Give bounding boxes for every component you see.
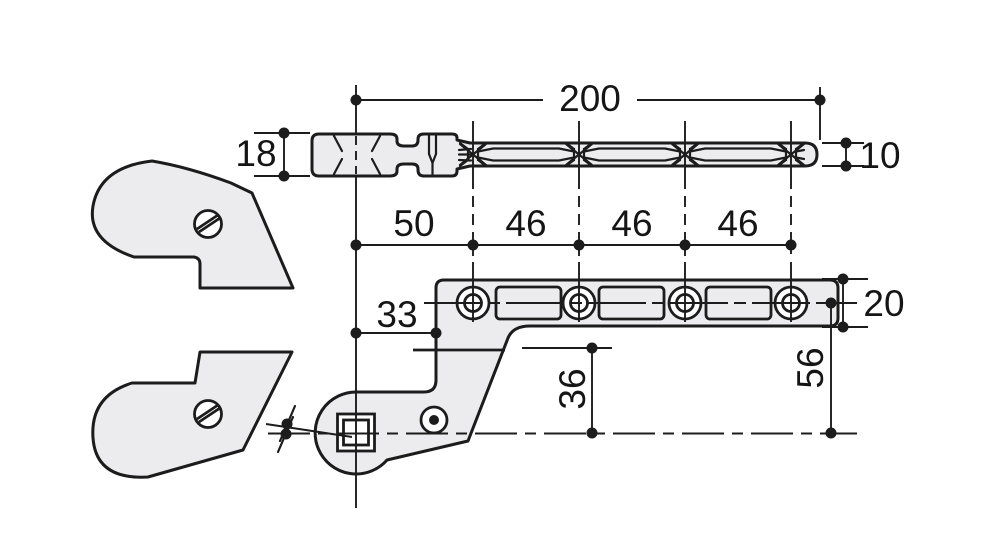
dim-56-label: 56 <box>790 347 831 388</box>
dimension-rod-length: 200 <box>350 78 826 140</box>
screw-slot-line <box>198 216 221 234</box>
dim-50-label: 50 <box>393 203 434 244</box>
rod-lens-top <box>794 148 806 153</box>
cover-cap-upper-body <box>90 159 295 290</box>
dim-10-label: 10 <box>859 135 900 176</box>
leader-dot <box>281 418 293 430</box>
dimension-plate-width: 20 <box>822 273 905 333</box>
dim-46-label: 46 <box>611 203 652 244</box>
rivet-pin-center <box>429 415 439 425</box>
screw-slot-line <box>196 403 219 421</box>
dim-36-label: 36 <box>552 368 593 409</box>
dim-18-label: 18 <box>235 133 276 174</box>
dim-33-label: 33 <box>376 294 417 335</box>
rod-head-chamfer <box>332 157 344 176</box>
dimension-shaft-height: 10 <box>822 135 901 176</box>
centerlines <box>265 85 857 508</box>
dimension-head-height: 18 <box>235 127 310 182</box>
cover-cap-upper <box>90 159 295 290</box>
leader-dot <box>280 428 292 440</box>
dimension-plate-axis-to-pivot: 56 <box>790 297 837 439</box>
dim-46-label: 46 <box>717 203 758 244</box>
dimension-hole-spacing-chain: 50 46 46 46 <box>350 203 797 251</box>
pivot-rod-side-view <box>310 132 819 178</box>
rod-body <box>310 132 819 178</box>
rod-lens-bottom <box>476 156 576 162</box>
rod-lens-top <box>582 147 682 153</box>
square-hole-leader-line <box>265 423 353 438</box>
rod-head-chamfer <box>332 134 344 153</box>
screw-slot-line <box>196 213 219 231</box>
dimension-bend-to-axis: 36 <box>522 342 612 439</box>
rod-head-chamfer <box>370 134 382 153</box>
rod-lens-top <box>476 147 576 153</box>
rod-lens-bottom <box>688 156 788 162</box>
dim-20-label: 20 <box>863 283 904 324</box>
dim-46-label: 46 <box>505 203 546 244</box>
cover-cap-lower-body <box>91 350 294 479</box>
rod-lens-top <box>688 147 788 153</box>
dim-200-label: 200 <box>559 78 621 119</box>
rod-lens-bottom <box>794 156 806 161</box>
cover-cap-lower <box>91 350 294 479</box>
rod-lens-bottom <box>582 156 682 162</box>
rod-head-chamfer <box>370 157 382 176</box>
screw-slot-line <box>198 406 221 424</box>
dimension-square-to-edge: 33 <box>350 294 442 339</box>
